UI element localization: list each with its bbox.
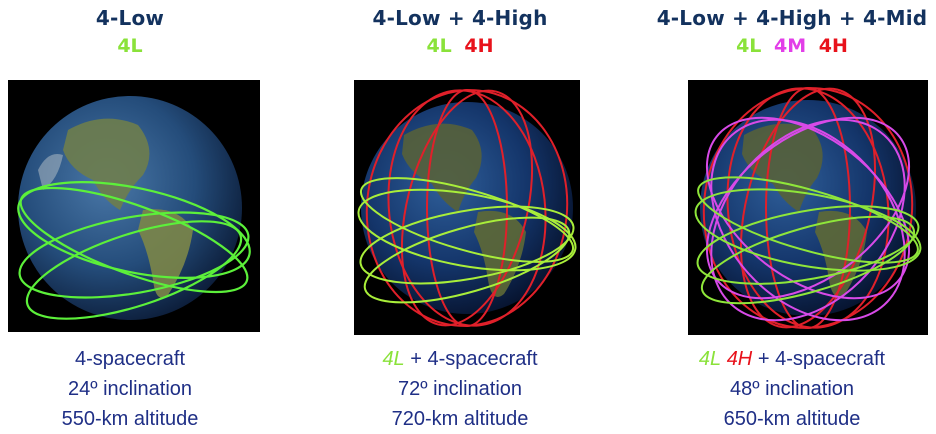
- caption-spacecraft: + 4-spacecraft: [410, 348, 538, 370]
- earth-globe-graphic: [17, 96, 251, 320]
- earth-globe-graphic: [694, 87, 922, 329]
- panel-codes: 4L 4H: [330, 35, 590, 57]
- code-label: 4H: [818, 35, 848, 57]
- south-america-land: [138, 209, 193, 298]
- orbit-image: [354, 80, 580, 335]
- north-america-land: [742, 123, 823, 212]
- panel-caption: 4L 4H + 4-spacecraft 48º inclination 650…: [648, 344, 936, 434]
- caption-altitude: 550-km altitude: [61, 408, 199, 430]
- panel-caption: 4L + 4-spacecraft 72º inclination 720-km…: [330, 344, 590, 434]
- code-label: 4L: [426, 35, 452, 57]
- code-label: 4M: [774, 35, 807, 57]
- panel-4-low-4-high: 4-Low + 4-High 4L 4H: [330, 0, 590, 432]
- panel-title: 4-Low + 4-High + 4-Mid: [656, 6, 928, 30]
- south-america-land: [474, 210, 526, 297]
- caption-inclination: 48º inclination: [729, 378, 855, 400]
- cloud-cover: [38, 154, 63, 190]
- caption-spacecraft: + 4-spacecraft: [757, 348, 886, 370]
- orbits-4l: [17, 181, 251, 320]
- panel-codes: 4L: [0, 35, 260, 57]
- panel-4-low: 4-Low 4L 4-spacecraft: [0, 0, 260, 432]
- caption-inclination: 72º inclination: [397, 378, 523, 400]
- orbit-image: [8, 80, 260, 332]
- south-america-land: [815, 210, 867, 297]
- code-label: 4L: [736, 35, 762, 57]
- caption-code: 4H: [726, 348, 753, 370]
- caption-spacecraft: 4-spacecraft: [74, 348, 186, 370]
- panel-title: 4-Low + 4-High: [372, 6, 548, 30]
- orbits-4l: [357, 177, 577, 304]
- code-label: 4L: [117, 35, 143, 57]
- earth-globe-graphic: [357, 89, 577, 327]
- caption-line-1: 4L 4H + 4-spacecraft: [648, 344, 936, 374]
- caption-code: 4L: [382, 348, 405, 370]
- caption-altitude: 720-km altitude: [391, 408, 529, 430]
- panel-4-low-4-high-4-mid: 4-Low + 4-High + 4-Mid 4L 4M 4H: [648, 0, 936, 432]
- caption-altitude: 650-km altitude: [723, 408, 861, 430]
- panel-codes: 4L 4M 4H: [648, 35, 936, 57]
- caption-inclination: 24º inclination: [67, 378, 193, 400]
- orbits-4h: [702, 87, 914, 329]
- code-label: 4H: [464, 35, 494, 57]
- panel-caption: 4-spacecraft 24º inclination 550-km alti…: [0, 344, 260, 434]
- orbits-4l: [694, 176, 922, 305]
- caption-code: 4L: [698, 348, 722, 370]
- orbits-4h: [365, 89, 569, 327]
- orbit-image: [688, 80, 928, 335]
- caption-line-1: 4L + 4-spacecraft: [330, 344, 590, 374]
- north-america-land: [402, 123, 482, 212]
- panel-title: 4-Low: [95, 6, 165, 30]
- caption-line-1: 4-spacecraft: [0, 344, 260, 374]
